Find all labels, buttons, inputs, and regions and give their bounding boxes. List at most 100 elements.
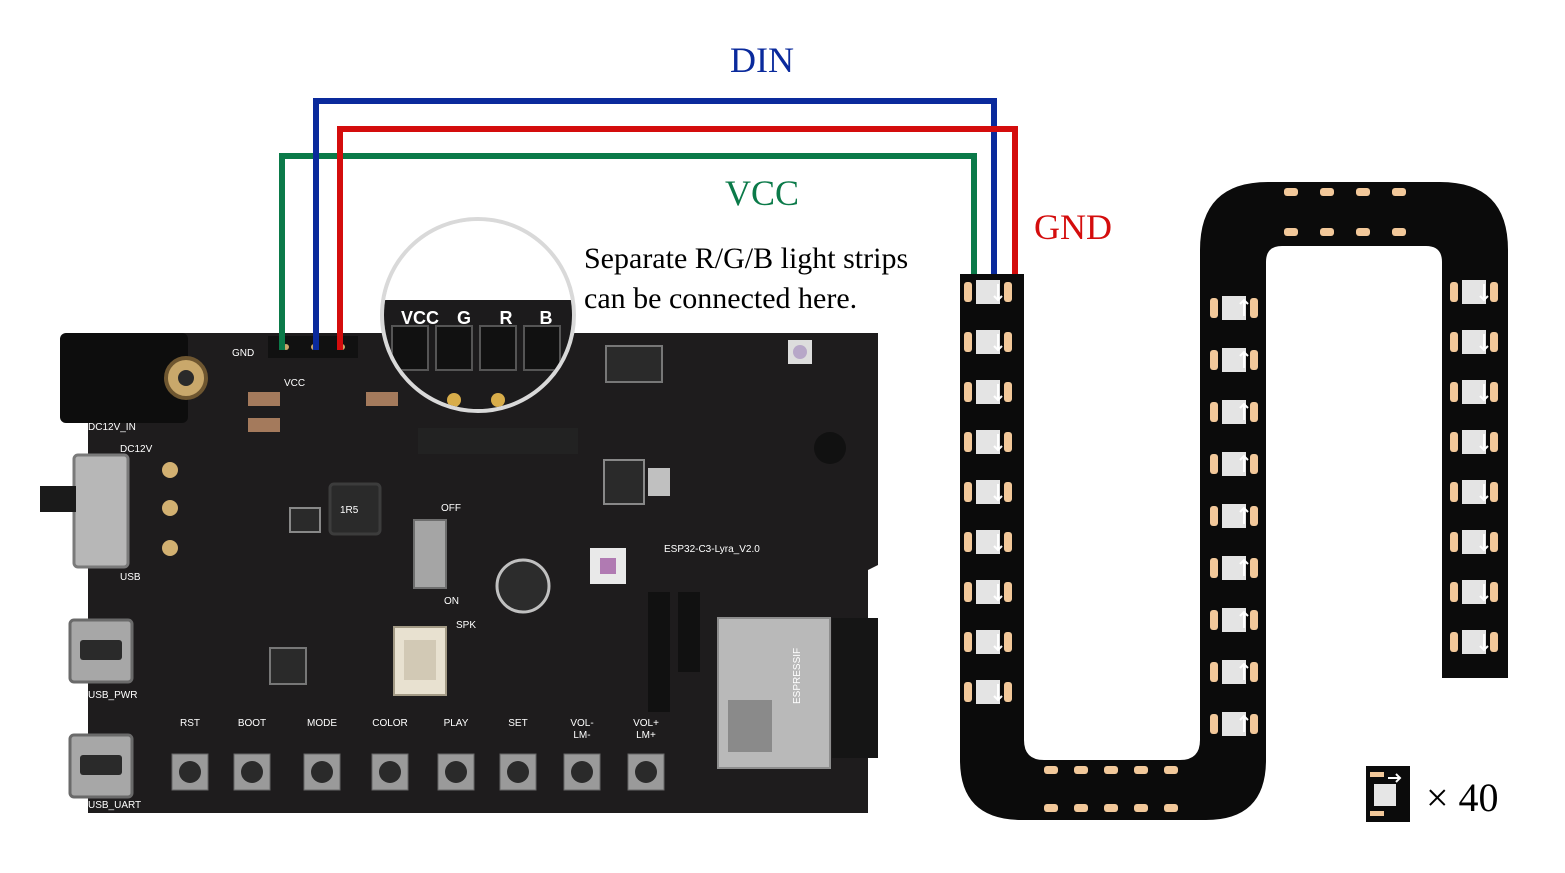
strip-led [964,530,1012,554]
esp32-c3-lyra-board: DC12V_IN DC12V USB USB_PWR USB_UART SPK … [40,333,878,813]
strip-led [1450,280,1498,304]
strip-pad [1320,228,1334,236]
strip-pad [1392,228,1406,236]
strip-led [1450,530,1498,554]
strip-led [964,580,1012,604]
strip-led [1450,480,1498,504]
strip-pad [1044,766,1058,774]
button-label: VOL+ [633,718,659,729]
strip-led [964,430,1012,454]
power-switch [72,453,130,569]
silk-module: ESPRESSIF [792,648,803,704]
led-strip [960,182,1508,820]
strip-led [964,630,1012,654]
silk-gnd: GND [232,348,254,359]
button-label: LM+ [636,730,656,741]
strip-led [964,380,1012,404]
strip-pad [1134,804,1148,812]
button-label: BOOT [238,718,266,729]
strip-pad [1044,804,1058,812]
led-count-label: × 40 [1426,775,1499,820]
silk-usb-pwr: USB_PWR [88,690,137,701]
strip-led [1210,452,1258,476]
button-label: MODE [307,718,337,729]
strip-led [964,330,1012,354]
silk-usb: USB [120,572,141,583]
strip-pad [1164,766,1178,774]
strip-led [1210,400,1258,424]
gnd-label: GND [1034,207,1112,247]
vcc-label: VCC [725,173,799,213]
antenna-area [832,618,878,758]
board-button: COLOR [371,718,409,791]
magnifier-pin-label: VCC [401,308,439,328]
button-label: RST [180,718,200,729]
led-count-legend: × 40 [1366,766,1499,822]
strip-pad [1356,188,1370,196]
header-pins-right [678,592,700,672]
silk-spk: SPK [456,620,476,631]
strip-led [1210,348,1258,372]
strip-pad [1356,228,1370,236]
din-wire [313,98,997,350]
strip-led [1450,580,1498,604]
silk-dc12v: DC12V [120,444,153,455]
strip-pad [1074,804,1088,812]
strip-pad [1074,766,1088,774]
inductor [328,482,382,536]
strip-led [1450,630,1498,654]
vcc-wire [279,153,977,350]
button-label: SET [508,718,527,729]
strip-pad [1134,766,1148,774]
strip-led [1210,296,1258,320]
strip-led [964,480,1012,504]
electrolytic-capacitor [495,558,551,614]
silk-on: ON [444,596,459,607]
magnifier-pin-label: R [500,308,513,328]
callout-line-2: can be connected here. [584,282,857,315]
silk-vcc: VCC [284,378,305,389]
silk-usb-uart: USB_UART [88,800,141,811]
strip-led [1210,608,1258,632]
dc-jack [60,333,188,423]
callout-line-1: Separate R/G/B light strips [584,242,908,275]
magnifier-pin-label: B [540,308,553,328]
board-name: ESP32-C3-Lyra_V2.0 [664,544,760,555]
strip-pad [1392,188,1406,196]
din-label: DIN [730,40,794,80]
silk-inductor: 1R5 [340,505,359,516]
button-label: LM- [573,730,590,741]
magnifier-pin-label: G [457,308,471,328]
strip-pad [1104,804,1118,812]
button-label: PLAY [444,718,469,729]
board-button: MODE [303,718,341,791]
strip-led [964,680,1012,704]
strip-led [1210,712,1258,736]
magnifier-callout: VCC G R B [380,217,576,413]
board-button: VOL+LM+ [627,718,665,791]
strip-led [1450,330,1498,354]
strip-pad [1284,228,1298,236]
gnd-wire [337,126,1018,350]
strip-led [1210,660,1258,684]
board-button: SET [499,718,537,791]
board-button: BOOT [233,718,271,791]
strip-pad [1164,804,1178,812]
board-button: VOL-LM- [563,718,601,791]
strip-led [964,280,1012,304]
button-label: VOL- [570,718,593,729]
slide-switch [413,519,447,589]
strip-led [1450,380,1498,404]
strip-pad [1320,188,1334,196]
board-button: PLAY [437,718,475,791]
strip-led [1210,504,1258,528]
button-row: RST BOOT MODE COLOR PLAY SET VOL-LM- VOL+LM+ [171,718,665,791]
microphone [814,432,846,464]
board-button: RST [171,718,209,791]
wires [279,98,1018,350]
silk-dc12v-in: DC12V_IN [88,422,136,433]
strip-led [1210,556,1258,580]
strip-led [1450,430,1498,454]
button-label: COLOR [372,718,408,729]
